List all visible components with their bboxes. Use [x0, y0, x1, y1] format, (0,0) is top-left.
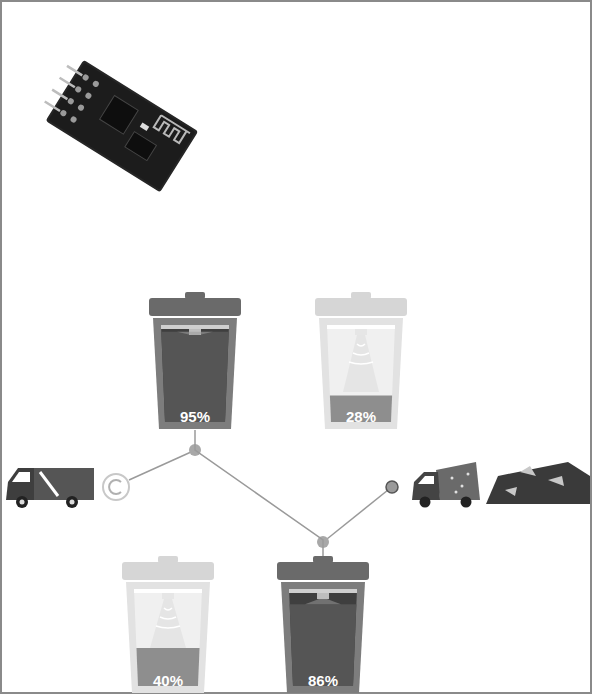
dump-truck: [412, 462, 590, 508]
wifi-module: [36, 54, 198, 192]
route-connector: [195, 430, 323, 556]
trash-bin: 28%: [313, 292, 409, 430]
fill-percentage: 86%: [275, 672, 371, 689]
fill-percentage: 40%: [120, 672, 216, 689]
trash-bin: 95%: [147, 292, 243, 430]
garbage-truck: [6, 468, 94, 508]
fill-percentage: 95%: [147, 408, 243, 425]
fill-percentage: 28%: [313, 408, 409, 425]
trash-bin: 86%: [275, 556, 371, 694]
start-marker: [103, 474, 129, 500]
route-dot: [386, 481, 398, 493]
trash-bin: 40%: [120, 556, 216, 694]
